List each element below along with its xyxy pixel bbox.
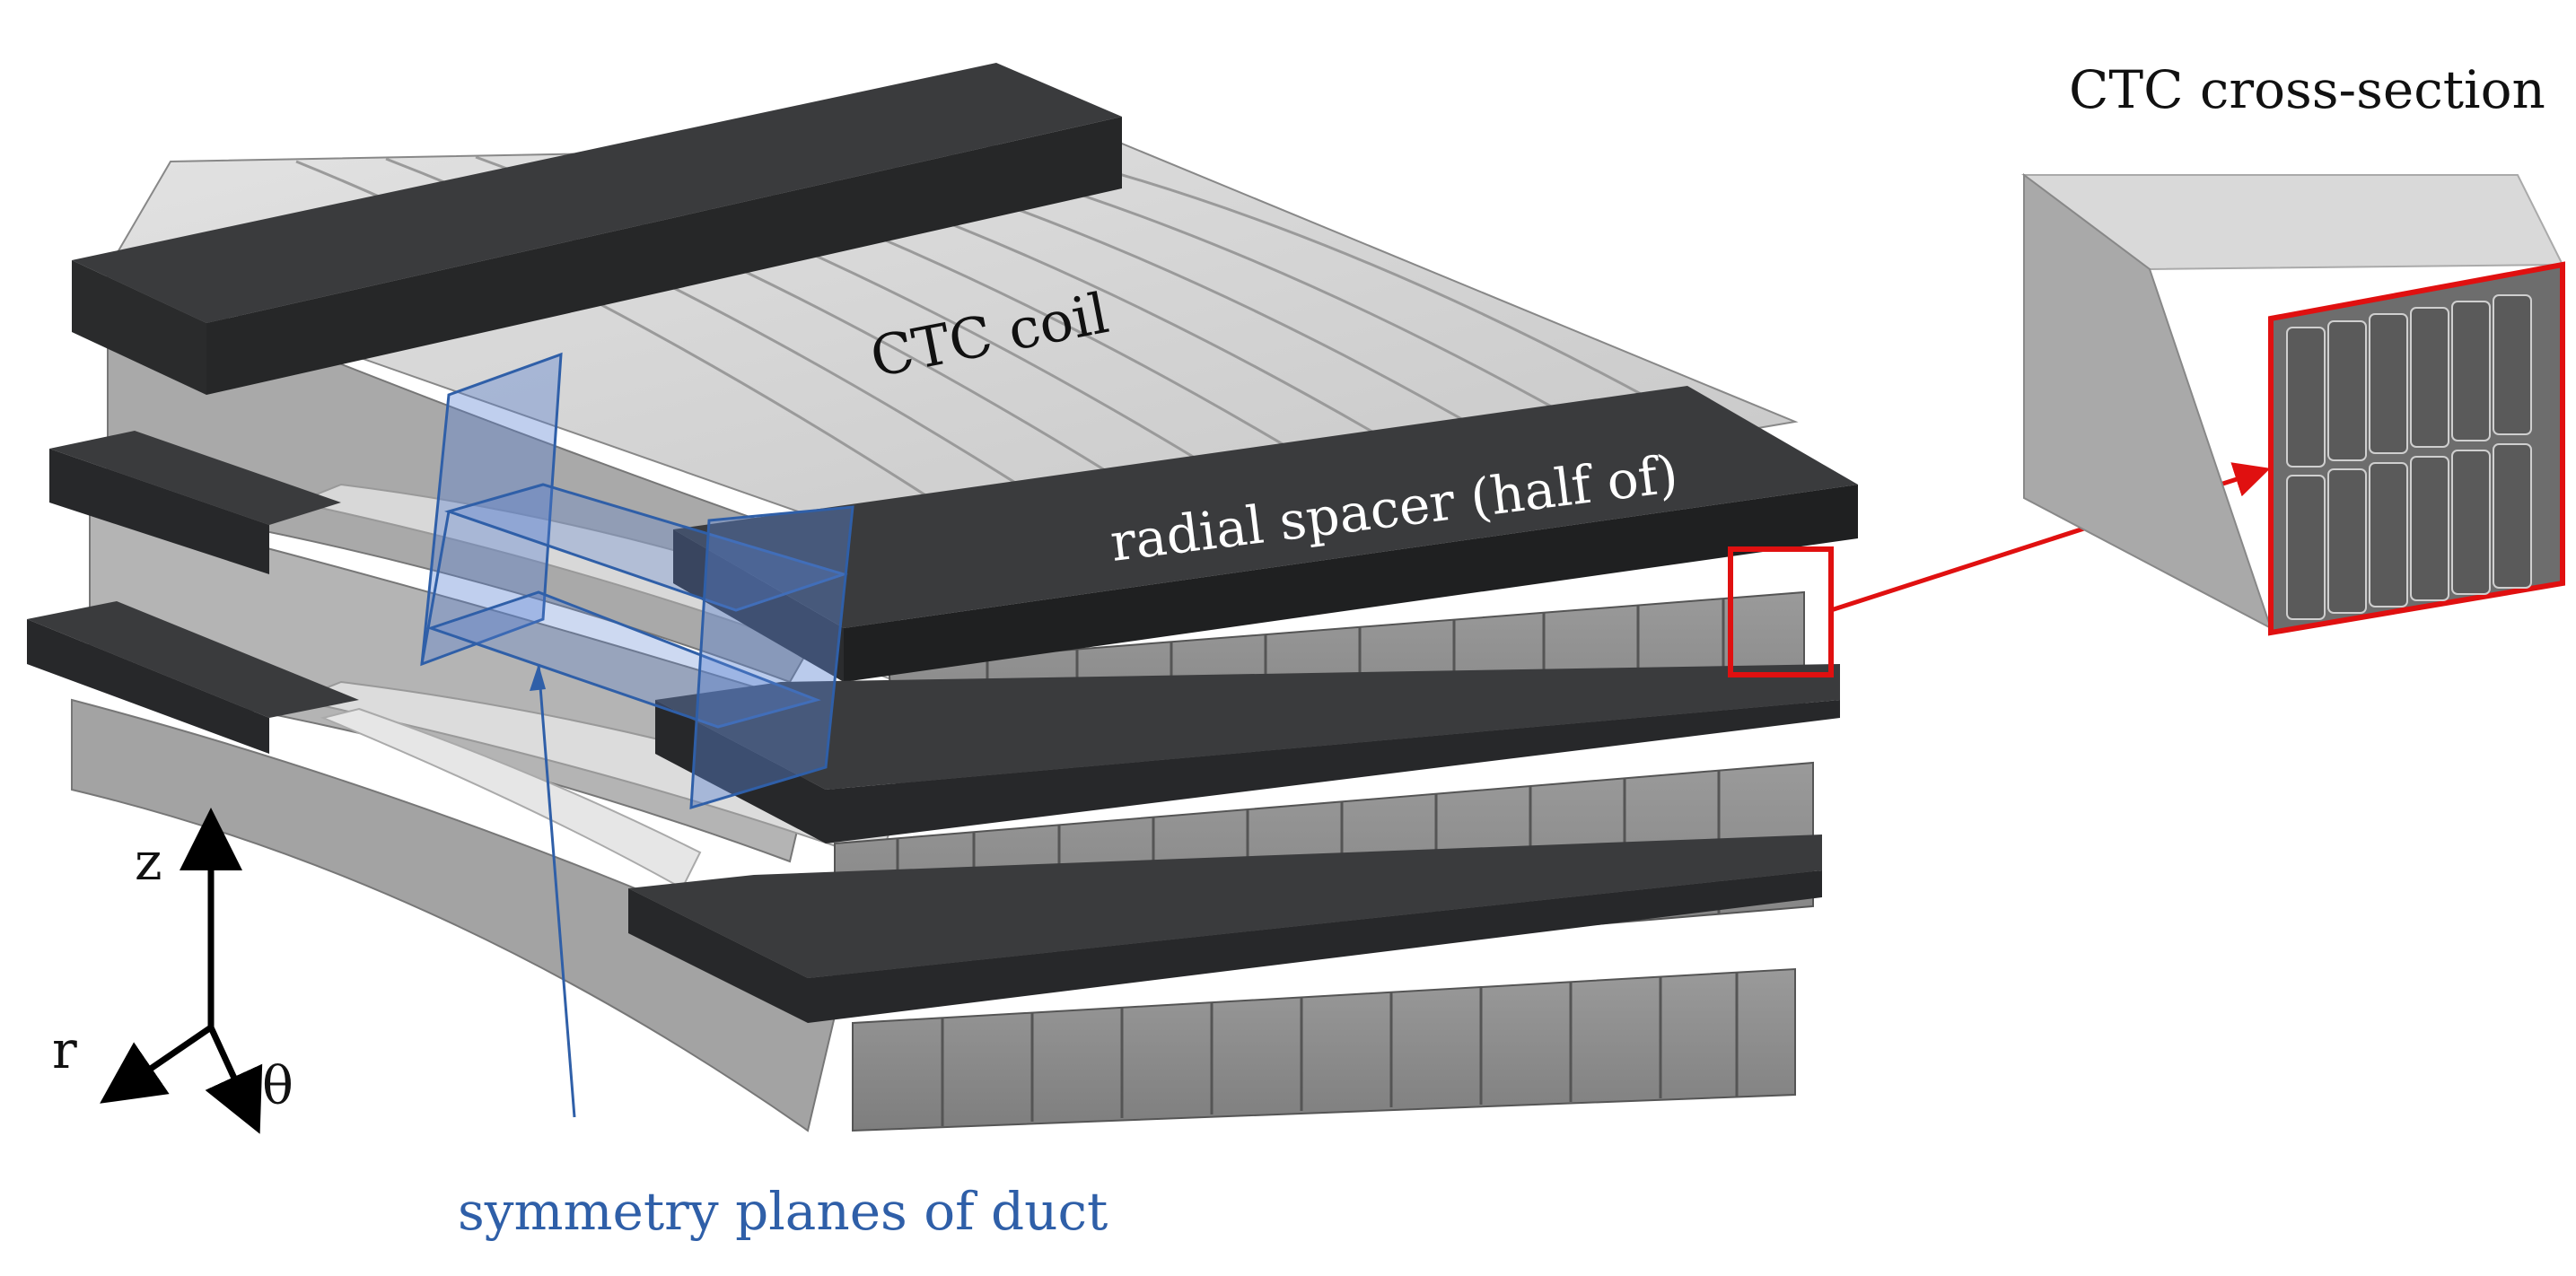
layer-side-lower (71, 698, 846, 1132)
duct-plane-edge (420, 511, 451, 665)
axis-theta-arrow (205, 1026, 263, 1134)
label-cross-section-title: CTC cross-section (2069, 59, 2545, 120)
label-axis-r: r (52, 1019, 77, 1080)
spacer-back-top (72, 63, 1122, 323)
spacer-left-2-top (27, 601, 359, 718)
spacer-left-1-front (49, 449, 269, 574)
inset-strands (2286, 294, 2532, 620)
label-symmetry-planes: symmetry planes of duct (458, 1181, 1108, 1242)
cross-section-highlight-box (1728, 546, 1834, 677)
axis-r-arrow (100, 1025, 213, 1104)
spacer-left-1-top (49, 431, 341, 525)
duct-plane-vertical-front (689, 505, 854, 810)
duct-plane-horizontal-lower (426, 590, 821, 729)
radial-spacer-top (673, 386, 1858, 628)
symmetry-planes-pointer (537, 663, 576, 1118)
duct-plane-horizontal-upper (444, 483, 848, 612)
label-axis-z: z (135, 831, 162, 892)
spacer-middle-top (655, 664, 1840, 790)
symmetry-pointer-tip (530, 664, 546, 691)
radial-spacer-front (844, 485, 1858, 682)
spacer-lower-front (628, 870, 1822, 1023)
coordinate-axes (100, 808, 263, 1134)
spacers (27, 63, 1858, 1023)
label-axis-theta: θ (262, 1055, 294, 1116)
duct-plane-vertical-back (420, 352, 563, 667)
spacer-back-top-side (72, 260, 206, 395)
duct-surface-3 (320, 707, 702, 890)
spacer-back-top-front (206, 117, 1122, 395)
cross-section-inset (2021, 173, 2565, 636)
duct-symmetry-planes (420, 352, 854, 810)
spacer-middle-front (655, 700, 1840, 843)
radial-spacer-side (673, 529, 844, 682)
spacer-left-2-front (27, 619, 269, 754)
spacer-lower-top (628, 835, 1822, 978)
